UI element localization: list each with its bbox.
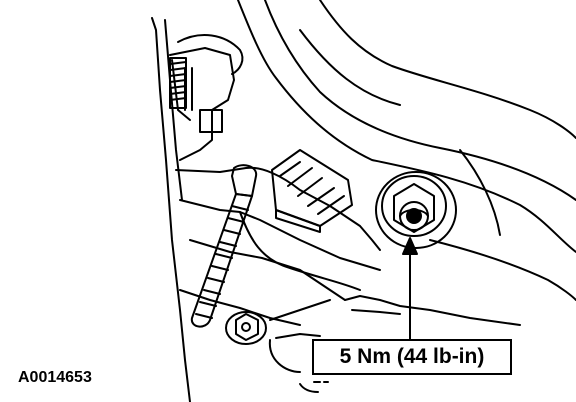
long-threaded-bolt (190, 164, 258, 328)
small-bolt-head (225, 311, 267, 345)
connector-bracket (169, 34, 244, 161)
lower-link-arm (268, 295, 521, 373)
casting-outline (237, 0, 576, 301)
detail-marks (299, 381, 329, 393)
flange-nut (375, 171, 457, 249)
callout-leader (402, 237, 418, 341)
figure-id-label: A0014653 (18, 369, 92, 386)
housing-left-edge (151, 17, 191, 402)
rubber-isolator (271, 149, 353, 233)
torque-callout-box: 5 Nm (44 lb-in) (312, 339, 512, 375)
upper-stud (169, 57, 187, 109)
